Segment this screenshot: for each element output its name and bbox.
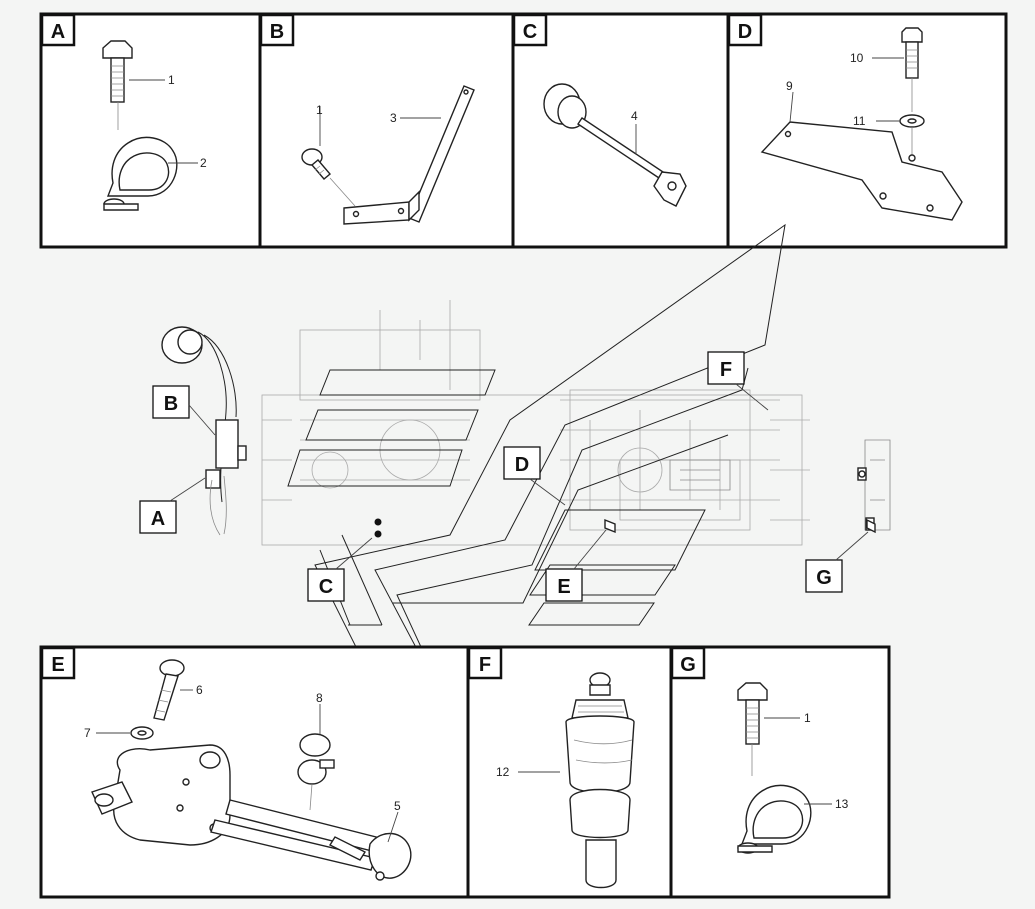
svg-text:A: A xyxy=(151,508,165,530)
pump-icon xyxy=(91,744,412,881)
p-clamp-icon xyxy=(103,136,178,211)
part-number: 4 xyxy=(631,109,638,123)
engine-callout-a: A xyxy=(139,477,206,534)
part-number: 7 xyxy=(84,726,91,740)
panel-e: E 6 7 xyxy=(39,645,470,899)
part-number: 9 xyxy=(786,79,793,93)
part-number: 10 xyxy=(850,51,864,65)
bolt-icon xyxy=(737,682,768,745)
panel-d-tag: D xyxy=(738,21,752,43)
panel-g: G 1 13 xyxy=(669,645,891,899)
panel-f: F 12 xyxy=(466,645,673,899)
panel-e-tag: E xyxy=(51,654,64,676)
part-number: 5 xyxy=(394,799,401,813)
temperature-sensor-icon xyxy=(565,672,635,889)
part-number: 6 xyxy=(196,683,203,697)
part-number: 13 xyxy=(835,797,849,811)
panel-b-tag: B xyxy=(270,21,284,43)
svg-text:C: C xyxy=(319,576,333,598)
washer-icon xyxy=(899,114,925,128)
hose-clip-icon xyxy=(297,733,335,785)
panel-a: A 1 2 xyxy=(39,12,262,249)
bracket-icon xyxy=(343,85,475,225)
part-number: 12 xyxy=(496,765,510,779)
svg-text:F: F xyxy=(720,359,732,381)
part-number: 1 xyxy=(804,711,811,725)
panel-a-tag: A xyxy=(51,21,65,43)
p-clamp-icon xyxy=(737,784,812,854)
part-number: 1 xyxy=(316,103,323,117)
part-number: 1 xyxy=(168,73,175,87)
panel-d: D 10 11 9 xyxy=(726,12,1008,249)
engine-callout-b: B xyxy=(152,385,216,436)
part-number: 3 xyxy=(390,111,397,125)
engine-callout-d: D xyxy=(503,446,566,506)
part-number: 11 xyxy=(853,114,866,128)
panel-c-tag: C xyxy=(523,21,537,43)
engine-callout-c: C xyxy=(307,537,373,602)
bolt-icon xyxy=(901,27,923,79)
plate-icon xyxy=(760,121,963,221)
sensor-icon xyxy=(543,83,687,207)
svg-text:G: G xyxy=(816,567,832,589)
bolt-icon xyxy=(102,40,133,103)
washer-icon xyxy=(130,726,154,740)
panel-f-tag: F xyxy=(479,654,491,676)
svg-text:B: B xyxy=(164,393,178,415)
engine-callout-g: G xyxy=(805,531,869,593)
part-number: 8 xyxy=(316,691,323,705)
panel-c: C 4 xyxy=(511,12,730,249)
panel-b: B 1 3 xyxy=(258,12,515,249)
bolt-icon xyxy=(301,148,331,180)
engine-illustration: B A C D E F G xyxy=(139,223,891,661)
engine-callout-e: E xyxy=(545,529,607,602)
bolt-icon xyxy=(153,659,185,721)
part-number: 2 xyxy=(200,156,207,170)
panel-g-tag: G xyxy=(680,654,696,676)
svg-text:D: D xyxy=(515,454,529,476)
svg-text:E: E xyxy=(557,576,570,598)
engine-callout-f: F xyxy=(707,351,769,411)
